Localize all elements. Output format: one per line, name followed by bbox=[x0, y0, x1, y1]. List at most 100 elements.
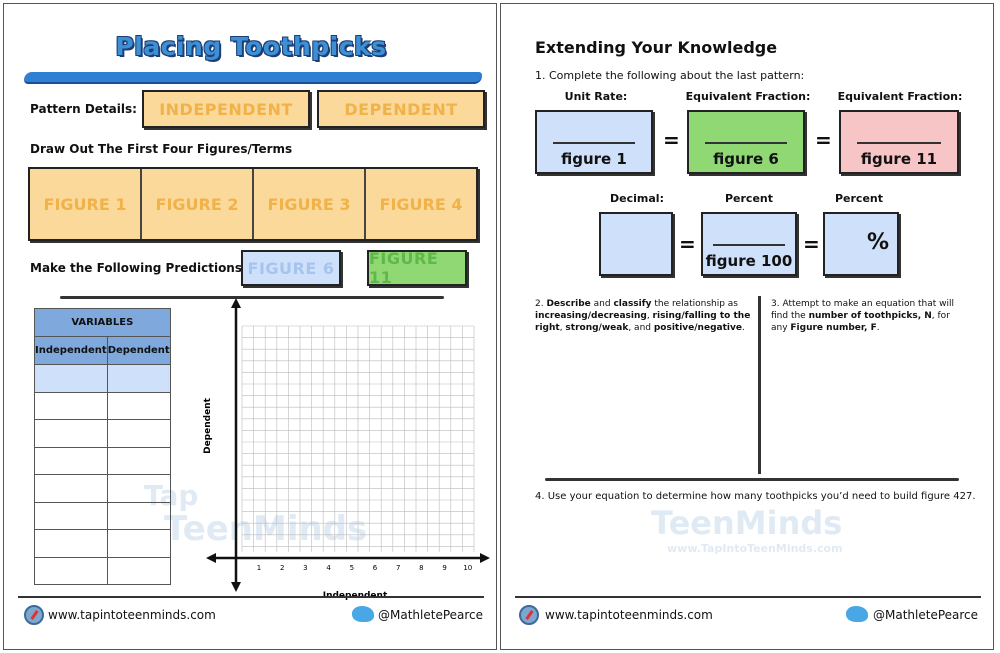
table-cell[interactable] bbox=[34, 501, 108, 530]
x-tick-label: 1 bbox=[257, 564, 261, 572]
q2-bold: positive/negative bbox=[653, 323, 742, 333]
q2-text: , bbox=[646, 311, 653, 321]
footer-url[interactable]: www.tapintoteenminds.com bbox=[545, 608, 713, 622]
footer-url[interactable]: www.tapintoteenminds.com bbox=[48, 608, 216, 622]
q3-text: 3. Attempt to make an equation that will… bbox=[771, 299, 955, 321]
x-tick-label: 5 bbox=[350, 564, 354, 572]
x-tick-label: 8 bbox=[419, 564, 423, 572]
table-cell[interactable] bbox=[106, 556, 171, 585]
y-axis-arrow-down bbox=[231, 582, 241, 592]
equivalent-fraction-box-11[interactable]: figure 11 bbox=[839, 110, 959, 174]
fraction-bar bbox=[857, 142, 941, 144]
table-cell[interactable] bbox=[34, 529, 108, 558]
equals-sign: = bbox=[815, 128, 832, 152]
q2-bold: Describe bbox=[546, 299, 591, 309]
draw-figures-label: Draw Out The First Four Figures/Terms bbox=[30, 142, 293, 156]
table-cell[interactable] bbox=[34, 364, 108, 393]
fraction-bar bbox=[705, 142, 787, 144]
q3-bold: Figure number, F bbox=[790, 323, 877, 333]
denominator-label: figure 11 bbox=[860, 150, 938, 168]
x-tick-label: 6 bbox=[373, 564, 378, 572]
figure-2-box[interactable]: FIGURE 2 bbox=[142, 169, 254, 239]
watermark-text: TeenMinds bbox=[651, 504, 843, 542]
percent-heading-2: Percent bbox=[834, 192, 884, 205]
fraction-bar bbox=[553, 142, 635, 144]
gridlines bbox=[241, 325, 475, 552]
variables-table: VARIABLES Independent Dependent bbox=[34, 308, 171, 585]
table-cell[interactable] bbox=[106, 364, 171, 393]
independent-box[interactable]: INDEPENDENT bbox=[142, 90, 310, 128]
page-title: Placing Toothpicks bbox=[115, 32, 387, 61]
equals-sign: = bbox=[803, 232, 820, 256]
watermark-url: www.TapIntoTeenMinds.com bbox=[667, 542, 843, 555]
figure-3-box[interactable]: FIGURE 3 bbox=[254, 169, 366, 239]
table-cell[interactable] bbox=[106, 446, 171, 475]
table-row bbox=[34, 501, 171, 530]
table-row bbox=[34, 529, 171, 558]
x-tick-label: 10 bbox=[463, 564, 472, 572]
table-cell[interactable] bbox=[106, 474, 171, 503]
decimal-box[interactable] bbox=[599, 212, 673, 276]
footer-handle[interactable]: @MathletePearce bbox=[378, 608, 484, 622]
column-dependent: Dependent bbox=[106, 336, 171, 365]
table-cell[interactable] bbox=[34, 474, 108, 503]
title-underline bbox=[24, 72, 482, 84]
x-axis-arrow-right bbox=[480, 553, 490, 563]
table-row bbox=[34, 474, 171, 503]
table-row bbox=[34, 391, 171, 420]
q2-bold: increasing/decreasing bbox=[535, 311, 647, 321]
table-row bbox=[34, 556, 171, 585]
section-divider bbox=[60, 296, 444, 299]
x-tick-label: 2 bbox=[280, 564, 284, 572]
watermark-text-large: TeenMinds bbox=[164, 509, 368, 549]
percent-symbol: % bbox=[866, 230, 889, 255]
x-tick-label: 7 bbox=[396, 564, 400, 572]
prediction-figure-11[interactable]: FIGURE 11 bbox=[367, 249, 467, 287]
figure-1-box[interactable]: FIGURE 1 bbox=[30, 169, 142, 239]
table-header: VARIABLES bbox=[34, 308, 171, 337]
question-2: 2. Describe and classify the relationshi… bbox=[535, 298, 757, 334]
table-cell[interactable] bbox=[34, 446, 108, 475]
percent-box[interactable]: % bbox=[823, 212, 899, 276]
table-cell[interactable] bbox=[34, 419, 108, 448]
q2-text: , bbox=[559, 323, 566, 333]
compass-icon bbox=[24, 605, 44, 625]
twitter-bird-icon bbox=[352, 606, 374, 622]
unit-rate-box[interactable]: figure 1 bbox=[535, 110, 653, 174]
denominator-label: figure 6 bbox=[713, 150, 779, 168]
twitter-bird-icon bbox=[846, 606, 868, 622]
x-tick-label: 9 bbox=[442, 564, 446, 572]
column-independent: Independent bbox=[34, 336, 108, 365]
y-axis-arrow-up bbox=[231, 298, 241, 308]
dependent-box[interactable]: DEPENDENT bbox=[317, 90, 485, 128]
denominator-label: figure 100 bbox=[705, 252, 793, 270]
y-axis-label: Dependent bbox=[203, 397, 213, 453]
table-row bbox=[34, 364, 171, 393]
horizontal-divider bbox=[545, 478, 959, 481]
prediction-figure-6[interactable]: FIGURE 6 bbox=[241, 250, 341, 286]
table-cell[interactable] bbox=[106, 391, 171, 420]
percent-heading: Percent bbox=[724, 192, 774, 205]
table-cell[interactable] bbox=[106, 501, 171, 530]
worksheet-left-page: Placing Toothpicks Pattern Details: INDE… bbox=[3, 3, 497, 650]
q2-text: , and bbox=[628, 323, 654, 333]
table-cell[interactable] bbox=[106, 529, 171, 558]
unit-rate-heading: Unit Rate: bbox=[564, 90, 628, 103]
equivalent-fraction-box-6[interactable]: figure 6 bbox=[687, 110, 805, 174]
table-row bbox=[34, 419, 171, 448]
table-cell[interactable] bbox=[34, 556, 108, 585]
footer-handle[interactable]: @MathletePearce bbox=[873, 608, 979, 622]
question-3: 3. Attempt to make an equation that will… bbox=[771, 298, 967, 334]
percent-fraction-box[interactable]: figure 100 bbox=[701, 212, 797, 276]
table-cell[interactable] bbox=[34, 391, 108, 420]
table-cell[interactable] bbox=[106, 419, 171, 448]
decimal-heading: Decimal: bbox=[610, 192, 664, 205]
worksheet-right-page: Extending Your Knowledge 1. Complete the… bbox=[500, 3, 994, 650]
vertical-divider bbox=[758, 296, 761, 474]
equals-sign: = bbox=[663, 128, 680, 152]
q3-bold: number of toothpicks, N bbox=[808, 311, 932, 321]
figure-4-box[interactable]: FIGURE 4 bbox=[379, 194, 463, 214]
